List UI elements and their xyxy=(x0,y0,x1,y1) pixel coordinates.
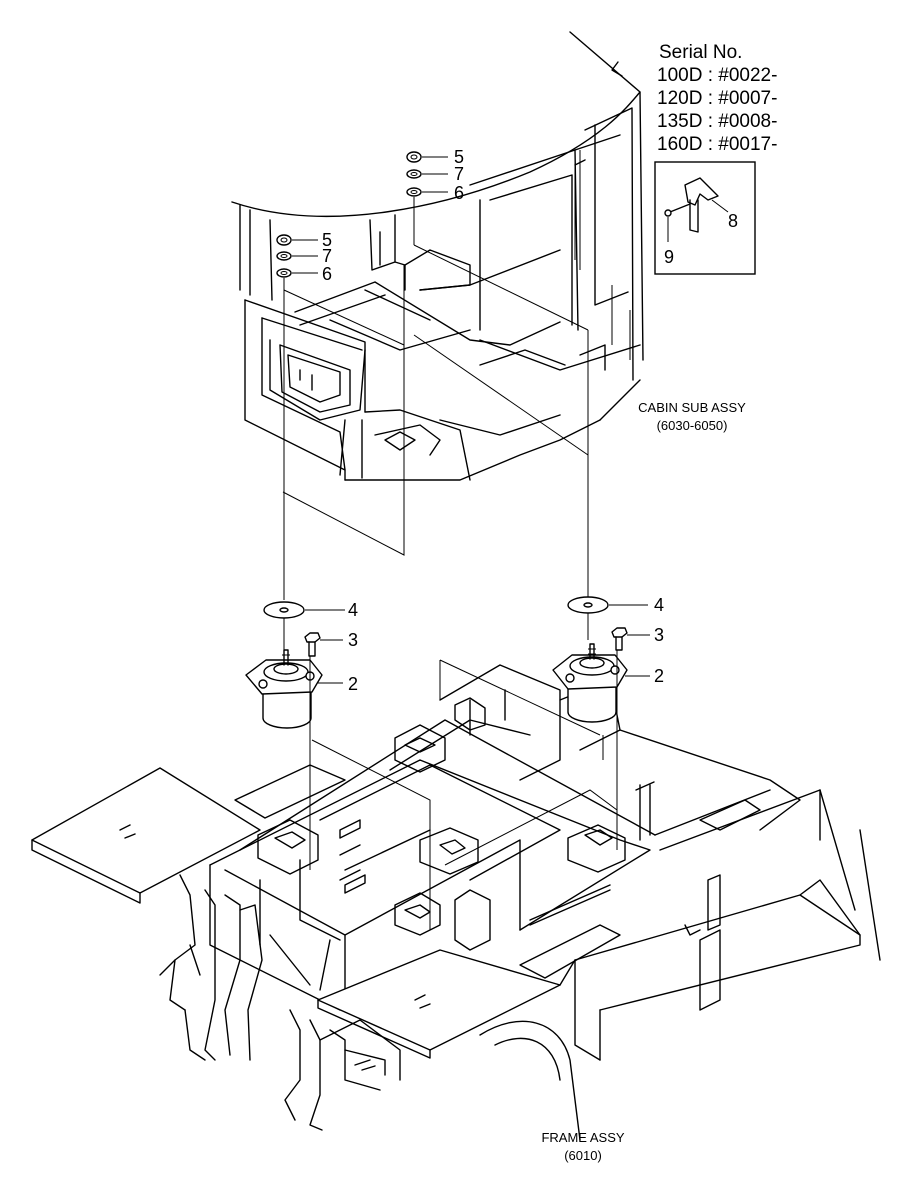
mount-left xyxy=(245,649,323,729)
bolt-left xyxy=(304,632,321,657)
callout-6-left: 6 xyxy=(322,264,332,284)
serial-line-100d: 100D : #0022- xyxy=(657,65,777,86)
callout-4-right: 4 xyxy=(654,595,664,615)
washer-4-right xyxy=(567,596,609,614)
callout-3-left: 3 xyxy=(348,630,358,650)
callout-8: 8 xyxy=(728,211,738,231)
bolt-right xyxy=(611,627,628,651)
callout-2-right: 2 xyxy=(654,666,664,686)
washer-4-left xyxy=(263,601,305,619)
cabin-assy-name: CABIN SUB ASSY xyxy=(638,400,746,415)
callout-5-center: 5 xyxy=(454,147,464,167)
frame-assy-drawing xyxy=(31,664,881,1141)
frame-assy-code: (6010) xyxy=(564,1148,602,1163)
serial-title: Serial No. xyxy=(659,42,742,63)
detail-inset xyxy=(654,161,756,275)
serial-number-block: Serial No. 100D : #0022- 120D : #0007- 1… xyxy=(657,42,777,155)
callout-5-left: 5 xyxy=(322,230,332,250)
serial-line-120d: 120D : #0007- xyxy=(657,88,777,109)
hardware-stack-center xyxy=(406,151,422,197)
callout-6-center: 6 xyxy=(454,183,464,203)
callout-7-center: 7 xyxy=(454,164,464,184)
serial-line-135d: 135D : #0008- xyxy=(657,111,777,132)
mount-right xyxy=(552,643,628,723)
callout-3-right: 3 xyxy=(654,625,664,645)
serial-line-160d: 160D : #0017- xyxy=(657,134,777,155)
cabin-assy-code: (6030-6050) xyxy=(657,418,728,433)
frame-assy-name: FRAME ASSY xyxy=(541,1130,624,1145)
callout-9: 9 xyxy=(664,247,674,267)
assembly-lines xyxy=(282,197,618,930)
callout-4-left: 4 xyxy=(348,600,358,620)
callout-leaders xyxy=(292,156,729,684)
hardware-stack-left xyxy=(276,234,292,278)
cabin-sub-assy-drawing xyxy=(231,31,644,481)
callout-7-left: 7 xyxy=(322,246,332,266)
callout-2-left: 2 xyxy=(348,674,358,694)
